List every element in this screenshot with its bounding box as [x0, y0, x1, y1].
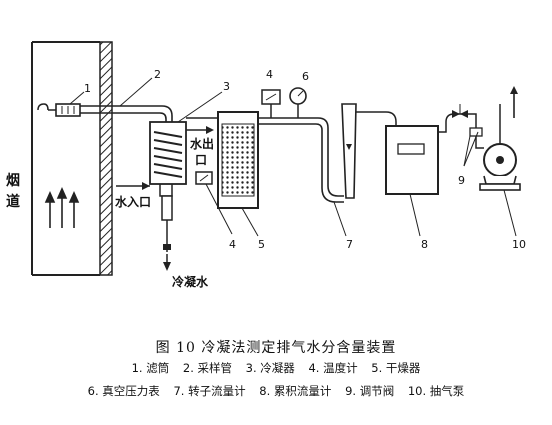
callout-flow-meter: 8 — [421, 238, 428, 251]
callout-pump: 10 — [512, 238, 526, 251]
pipe-to-rotameter — [258, 117, 344, 203]
figure-caption: 图 10 冷凝法测定排气水分含量装置 — [155, 340, 397, 356]
regulating-valves — [452, 104, 484, 167]
legend-item-flow-meter: 8. 累积流量计 — [259, 384, 332, 398]
flue-label-1: 烟 — [6, 173, 20, 189]
filter-cartridge — [37, 103, 81, 117]
flow-arrows — [44, 187, 80, 228]
vacuum-gauge — [289, 87, 307, 118]
thermometer-top — [261, 89, 281, 118]
flue-duct: 烟 道 — [6, 41, 113, 276]
callout-condenser: 3 — [223, 80, 230, 93]
flue-label-2: 道 — [6, 193, 20, 210]
leader-lines — [69, 77, 517, 237]
suction-pump — [479, 86, 521, 191]
totalizing-flow-meter — [385, 113, 468, 195]
apparatus-diagram: 烟 道 水出 口 水入口 冷凝水 — [6, 41, 526, 289]
callout-valve: 9 — [458, 174, 465, 187]
number-callouts: 1 2 3 4 6 4 5 7 8 9 10 — [84, 68, 526, 251]
legend-item-sampling-pipe: 2. 采样管 — [182, 361, 233, 375]
rotameter — [341, 103, 397, 199]
water-in-label: 水入口 — [115, 194, 151, 209]
legend-item-pump: 10. 抽气泵 — [407, 384, 465, 398]
water-out-label-1: 水出 — [190, 136, 214, 151]
callout-thermometer-low: 4 — [229, 238, 236, 251]
legend-item-rotameter: 7. 转子流量计 — [173, 384, 246, 398]
condensate-label: 冷凝水 — [172, 274, 209, 289]
callout-rotameter: 7 — [346, 238, 353, 251]
condenser — [116, 121, 214, 271]
legend-item-filter: 1. 滤筒 — [131, 361, 170, 375]
callout-filter: 1 — [84, 82, 91, 95]
sampling-pipe — [80, 105, 173, 124]
legend-row-1: 1. 滤筒 2. 采样管 3. 冷凝器 4. 温度计 5. 干燥器 — [0, 360, 552, 376]
dryer — [186, 111, 259, 209]
legend-item-valve: 9. 调节阀 — [345, 384, 395, 398]
callout-dryer: 5 — [258, 238, 265, 251]
legend-item-thermometer: 4. 温度计 — [308, 361, 358, 375]
callout-vacuum-gauge: 6 — [302, 70, 309, 83]
legend-item-vacuum-gauge: 6. 真空压力表 — [87, 384, 160, 398]
legend-item-condenser: 3. 冷凝器 — [245, 361, 295, 375]
legend-item-dryer: 5. 干燥器 — [371, 361, 421, 375]
legend-row-2: 6. 真空压力表 7. 转子流量计 8. 累积流量计 9. 调节阀 10. 抽气… — [0, 383, 552, 399]
water-out-label-2: 口 — [195, 153, 207, 167]
callout-sampling-pipe: 2 — [154, 68, 161, 81]
callout-thermometer-top: 4 — [266, 68, 273, 81]
thermometer-condenser — [195, 171, 213, 185]
